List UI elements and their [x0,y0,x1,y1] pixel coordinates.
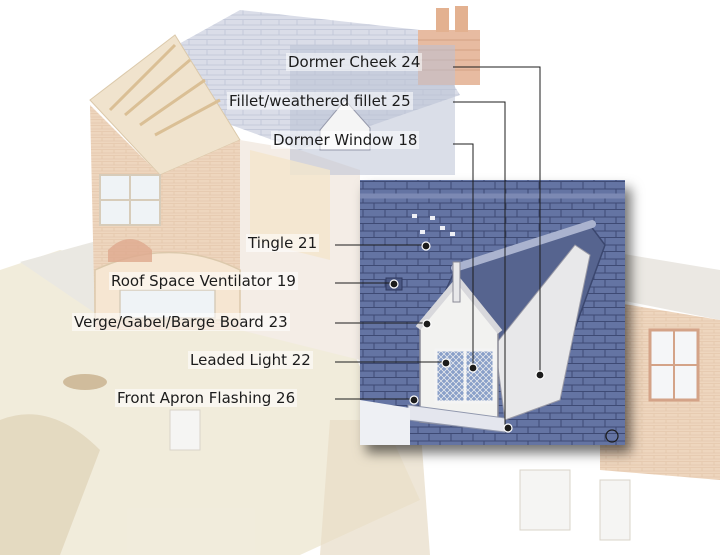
dot-apron [409,395,419,405]
leader-dormer-cheek [453,66,541,375]
maker-badge-icon [605,429,619,443]
dot-tingle [421,241,431,251]
dot-leaded-light [441,358,451,368]
porch-arch [108,239,152,262]
dot-fillet [503,423,513,433]
dot-verge [422,319,432,329]
tree-stump [63,374,107,390]
rear-window [648,328,700,402]
callout-roof-space-ventilator: Roof Space Ventilator 19 [109,272,298,290]
tingle-clips [412,214,455,236]
leader-lines [335,66,541,428]
callout-dormer-cheek: Dormer Cheek 24 [286,53,423,71]
callout-dormer-window: Dormer Window 18 [271,131,420,149]
leader-dots [389,241,545,433]
leaded-window [434,348,496,404]
leader-fillet [453,101,506,428]
cutaway-room [250,150,330,260]
callout-fillet: Fillet/weathered fillet 25 [227,92,413,110]
callout-front-apron-flashing: Front Apron Flashing 26 [115,389,298,407]
callout-tingle: Tingle 21 [246,234,320,252]
dot-ventilator [389,279,399,289]
dot-dormer-window [468,363,478,373]
callout-verge-board: Verge/Gabel/Barge Board 23 [72,313,290,331]
dormer-detail-artwork [360,180,625,445]
leader-dormer-window [453,143,474,367]
rafters [108,43,221,137]
bedroom-window [99,174,161,226]
callout-leaded-light: Leaded Light 22 [188,351,313,369]
dormer-cheek-panel [494,244,591,421]
gutter-strip [360,400,410,445]
dormer-roof-ridge [451,220,596,272]
finial [452,261,461,303]
chimney [418,6,480,85]
rear-extension-roof [600,250,720,320]
main-roof [150,10,460,150]
dot-dormer-cheek [535,370,545,380]
foundations [0,409,631,555]
